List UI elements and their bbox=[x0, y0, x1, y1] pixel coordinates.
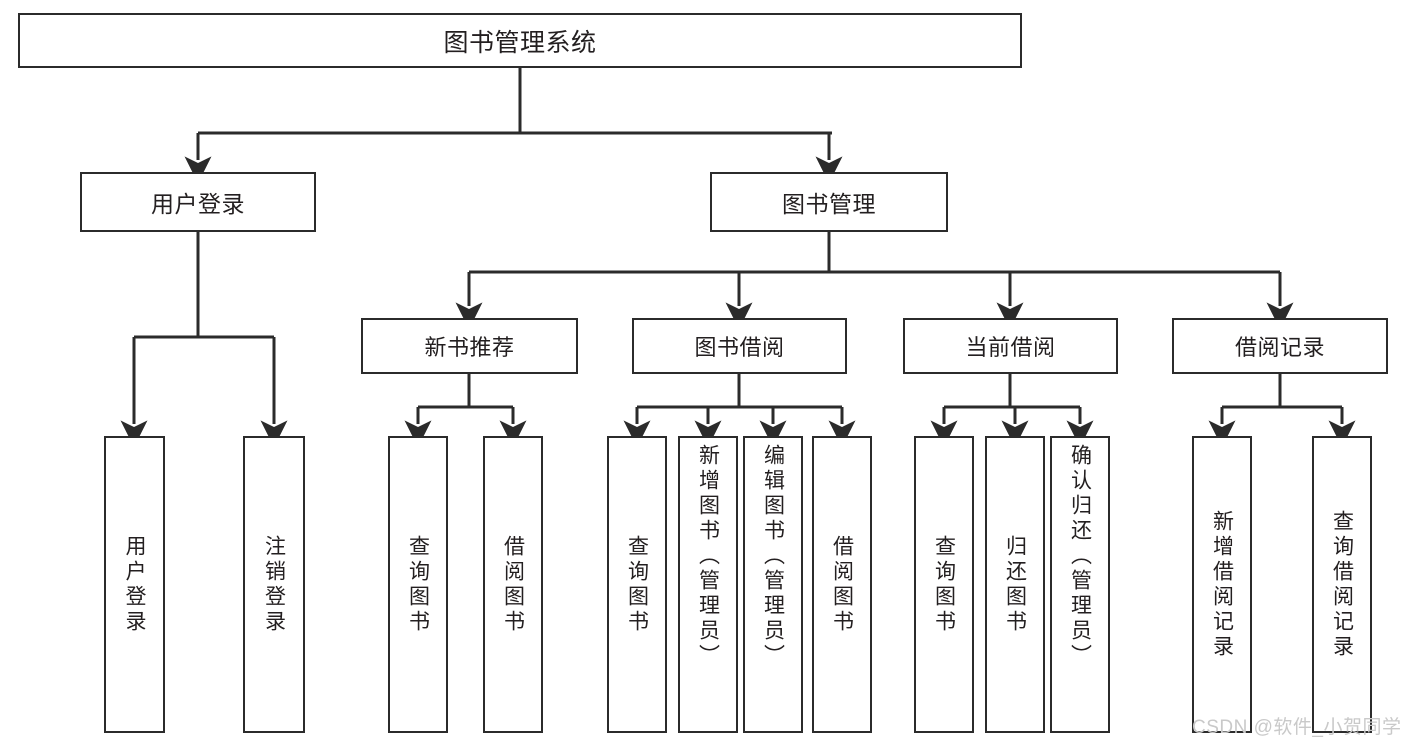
node-leaf-confirm-return-label: 确认归还（管理员） bbox=[1068, 444, 1092, 669]
node-leaf-query-book-rec[interactable]: 查询图书 bbox=[388, 436, 448, 733]
node-leaf-query-book-bor[interactable]: 查询图书 bbox=[607, 436, 667, 733]
node-leaf-query-book-cur[interactable]: 查询图书 bbox=[914, 436, 974, 733]
node-leaf-confirm-return[interactable]: 确认归还（管理员） bbox=[1050, 436, 1110, 733]
node-book-manage-label: 图书管理 bbox=[782, 191, 876, 217]
node-new-book-rec[interactable]: 新书推荐 bbox=[361, 318, 578, 374]
node-leaf-logout[interactable]: 注销登录 bbox=[243, 436, 305, 733]
node-leaf-query-book-bor-label: 查询图书 bbox=[625, 534, 649, 635]
node-leaf-user-login-label: 用户登录 bbox=[123, 534, 146, 635]
node-leaf-user-login[interactable]: 用户登录 bbox=[104, 436, 165, 733]
node-current-borrow-label: 当前借阅 bbox=[965, 335, 1056, 360]
node-leaf-add-book[interactable]: 新增图书（管理员） bbox=[678, 436, 738, 733]
node-leaf-logout-label: 注销登录 bbox=[262, 534, 286, 635]
node-leaf-edit-book[interactable]: 编辑图书（管理员） bbox=[743, 436, 803, 733]
node-root-label: 图书管理系统 bbox=[443, 28, 597, 57]
node-user-login[interactable]: 用户登录 bbox=[80, 172, 316, 232]
node-book-borrow-label: 图书借阅 bbox=[694, 335, 785, 360]
csdn-watermark: CSDN @软件_小贺同学 bbox=[1192, 717, 1402, 738]
node-book-manage[interactable]: 图书管理 bbox=[710, 172, 948, 232]
node-borrow-record-label: 借阅记录 bbox=[1234, 335, 1325, 360]
node-leaf-return-book-label: 归还图书 bbox=[1003, 534, 1027, 635]
node-leaf-query-record[interactable]: 查询借阅记录 bbox=[1312, 436, 1372, 733]
node-leaf-add-book-label: 新增图书（管理员） bbox=[696, 444, 720, 669]
node-root[interactable]: 图书管理系统 bbox=[18, 13, 1022, 68]
node-leaf-return-book[interactable]: 归还图书 bbox=[985, 436, 1045, 733]
node-book-borrow[interactable]: 图书借阅 bbox=[632, 318, 847, 374]
node-leaf-add-record-label: 新增借阅记录 bbox=[1210, 509, 1234, 660]
node-leaf-query-record-label: 查询借阅记录 bbox=[1330, 509, 1354, 660]
node-current-borrow[interactable]: 当前借阅 bbox=[903, 318, 1118, 374]
node-leaf-edit-book-label: 编辑图书（管理员） bbox=[761, 444, 785, 669]
node-leaf-borrow-book-rec[interactable]: 借阅图书 bbox=[483, 436, 543, 733]
node-leaf-add-record[interactable]: 新增借阅记录 bbox=[1192, 436, 1252, 733]
node-leaf-borrow-book-rec-label: 借阅图书 bbox=[501, 534, 525, 635]
node-leaf-borrow-book-label: 借阅图书 bbox=[830, 534, 854, 635]
node-borrow-record[interactable]: 借阅记录 bbox=[1172, 318, 1388, 374]
node-leaf-query-book-cur-label: 查询图书 bbox=[932, 534, 956, 635]
node-user-login-label: 用户登录 bbox=[151, 191, 245, 217]
node-leaf-query-book-rec-label: 查询图书 bbox=[406, 534, 430, 635]
node-leaf-borrow-book[interactable]: 借阅图书 bbox=[812, 436, 872, 733]
node-new-book-rec-label: 新书推荐 bbox=[424, 335, 515, 360]
